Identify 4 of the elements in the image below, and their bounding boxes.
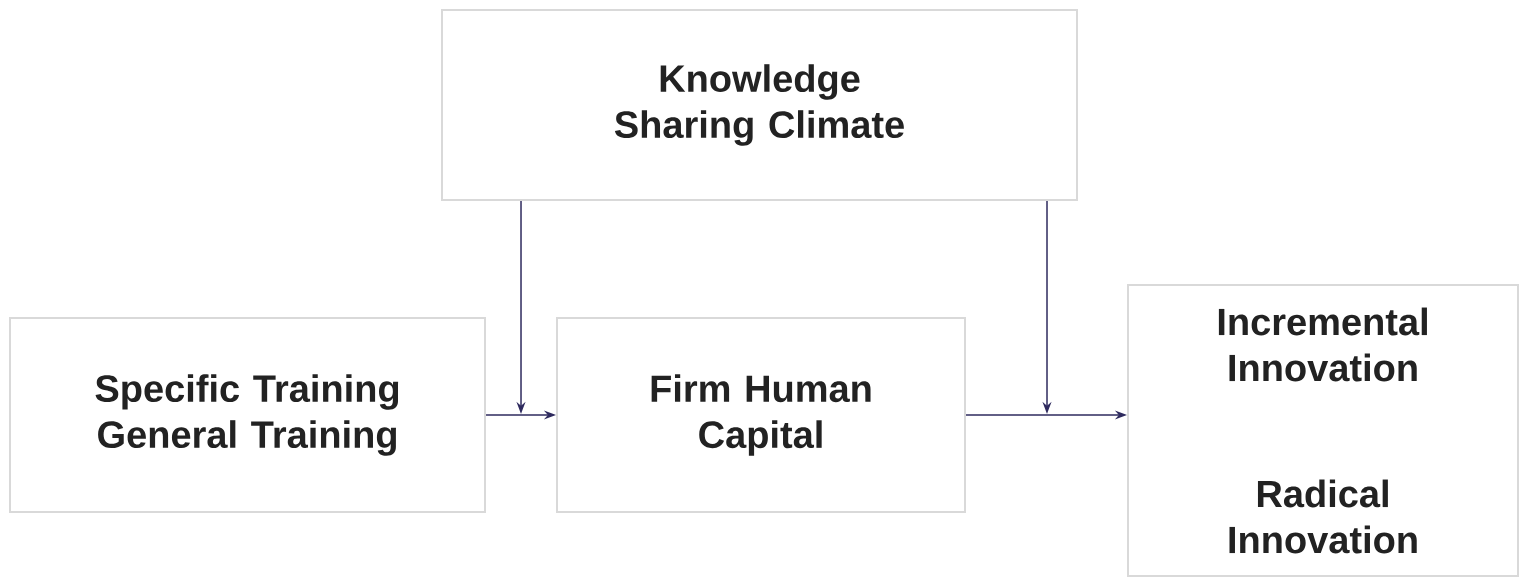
text-box: Knowledge Sharing Climate bbox=[441, 9, 1078, 201]
text-box: Firm Human Capital bbox=[556, 317, 966, 513]
text-box: Specific Training General Training bbox=[9, 317, 486, 513]
text-box: Incremental Innovation Radical Innovation bbox=[1127, 284, 1519, 577]
